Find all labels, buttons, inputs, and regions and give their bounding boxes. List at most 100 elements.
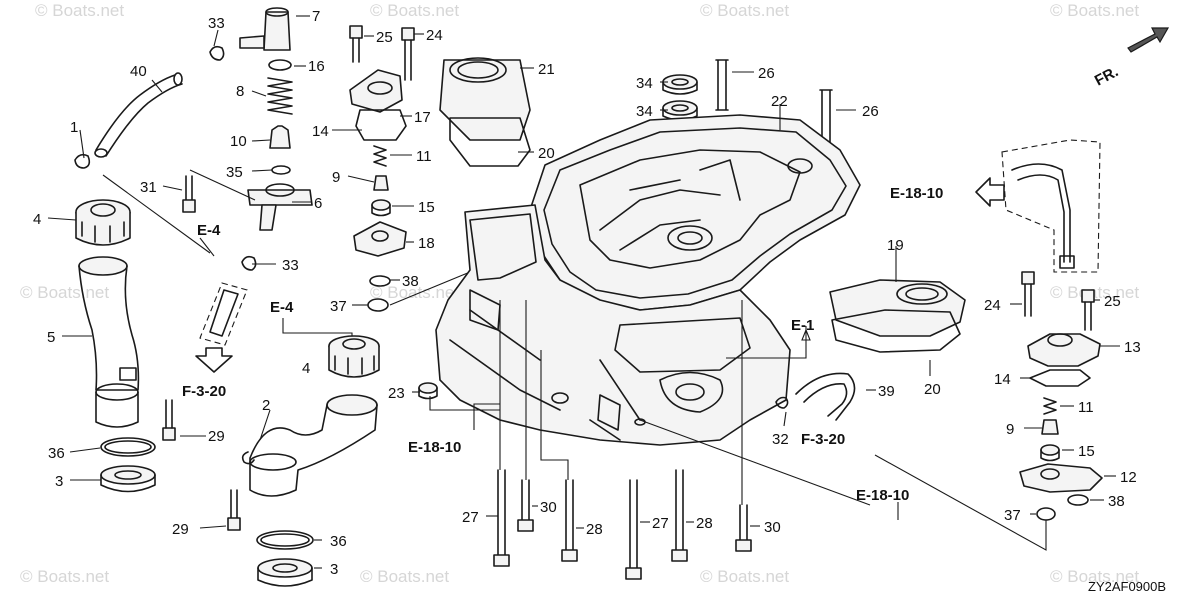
part-21-cover [439,57,531,141]
callout-27-right[interactable]: 27 [652,515,669,532]
callout-24-right[interactable]: 24 [984,297,1001,314]
callout-13[interactable]: 13 [1124,339,1141,356]
callout-30[interactable]: 30 [540,499,557,516]
callout-38-right[interactable]: 38 [1108,493,1125,510]
callout-36-middle[interactable]: 36 [330,533,347,550]
part-36-oring-inner [104,440,152,454]
part-38-washer-right [1067,494,1089,506]
callout-36[interactable]: 36 [48,445,65,462]
part-26-stud-upper [715,59,729,111]
callout-25-right[interactable]: 25 [1104,293,1121,310]
part-38-washer [369,275,391,287]
ref-e1[interactable]: E-1 [791,317,814,334]
part-16-washer [268,59,292,71]
callout-11-right[interactable]: 11 [1078,399,1094,416]
callout-1[interactable]: 1 [70,119,78,136]
callout-37[interactable]: 37 [330,298,347,315]
part-18-cover [353,221,407,257]
callout-38[interactable]: 38 [402,273,419,290]
callout-4[interactable]: 4 [33,211,41,228]
part-26-stud-lower [819,89,833,146]
callout-3[interactable]: 3 [55,473,63,490]
callout-20[interactable]: 20 [538,145,555,162]
callout-35[interactable]: 35 [226,164,243,181]
direction-label: FR. [1092,63,1121,89]
part-36-oring-middle-inner [260,533,310,547]
callout-32[interactable]: 32 [772,431,789,448]
lower-case [435,204,791,446]
callout-40[interactable]: 40 [130,63,147,80]
callout-34-lower[interactable]: 34 [636,103,653,120]
callout-22[interactable]: 22 [771,93,788,110]
callout-31[interactable]: 31 [140,179,157,196]
references: E-1 F-3-20 E-18-10 E-18-10 E-18-10 [408,185,943,504]
part-30-bolt-right [735,504,752,552]
callout-27[interactable]: 27 [462,509,479,526]
callout-2[interactable]: 2 [262,397,270,414]
watermark: © Boats.net [370,1,459,20]
part-37-washer-right [1036,507,1056,521]
arrow-left-icon [975,177,1005,207]
part-27-bolt-right [625,479,642,580]
callout-39[interactable]: 39 [878,383,895,400]
ref-e18-10-top[interactable]: E-18-10 [890,185,943,202]
part-31-bolt [182,175,196,213]
callout-8[interactable]: 8 [236,83,244,100]
callout-30-right[interactable]: 30 [764,519,781,536]
callout-9-right[interactable]: 9 [1006,421,1014,438]
callout-6[interactable]: 6 [314,195,322,212]
callout-14[interactable]: 14 [312,123,329,140]
callout-12[interactable]: 12 [1120,469,1137,486]
callout-15[interactable]: 15 [418,199,435,216]
callout-37-right[interactable]: 37 [1004,507,1021,524]
callout-17[interactable]: 17 [414,109,431,126]
callout-14-right[interactable]: 14 [994,371,1011,388]
watermark: © Boats.net [1050,1,1139,20]
watermark: © Boats.net [35,1,124,20]
callout-18[interactable]: 18 [418,235,435,252]
part-36-oring-middle [256,530,314,550]
part-22-oil-case [529,114,861,311]
part-33-clip-upper [209,45,225,61]
callout-20-right[interactable]: 20 [924,381,941,398]
callout-11[interactable]: 11 [416,148,432,165]
part-2-elbow-tube [241,394,378,497]
callout-3-middle[interactable]: 3 [330,561,338,578]
watermark: © Boats.net [700,567,789,586]
callout-29[interactable]: 29 [208,428,225,445]
callout-7[interactable]: 7 [312,8,320,25]
callout-34[interactable]: 34 [636,75,653,92]
part-11-spring [373,145,387,167]
part-9-valve-right [1041,419,1059,435]
ref-e18-10-right[interactable]: E-18-10 [856,487,909,504]
part-7-fitting [239,7,291,51]
callout-33-lower[interactable]: 33 [282,257,299,274]
callout-28-right[interactable]: 28 [696,515,713,532]
part-28-bolt-left [561,479,578,562]
callout-16[interactable]: 16 [308,58,325,75]
callout-4-middle[interactable]: 4 [302,360,310,377]
callout-24[interactable]: 24 [426,27,443,44]
front-direction-arrow: FR. [1092,27,1170,90]
ref-e4-middle[interactable]: E-4 [270,299,294,316]
callout-5[interactable]: 5 [47,329,55,346]
callout-23[interactable]: 23 [388,385,405,402]
part-25-bolt [349,25,363,63]
callout-19[interactable]: 19 [887,237,904,254]
callout-25[interactable]: 25 [376,29,393,46]
part-23-nut [418,382,438,400]
ref-f3-20-right[interactable]: F-3-20 [801,431,845,448]
callout-10[interactable]: 10 [230,133,247,150]
ref-e4-left[interactable]: E-4 [197,222,221,239]
callout-9[interactable]: 9 [332,169,340,186]
callout-15-right[interactable]: 15 [1078,443,1095,460]
callout-21[interactable]: 21 [538,61,555,78]
callout-33[interactable]: 33 [208,15,225,32]
callout-29-middle[interactable]: 29 [172,521,189,538]
callout-28[interactable]: 28 [586,521,603,538]
part-27-bolt-left [493,469,510,567]
ref-f3-20-left[interactable]: F-3-20 [182,383,226,400]
callout-26-lower[interactable]: 26 [862,103,879,120]
callout-26[interactable]: 26 [758,65,775,82]
ref-e18-10-left[interactable]: E-18-10 [408,439,461,456]
